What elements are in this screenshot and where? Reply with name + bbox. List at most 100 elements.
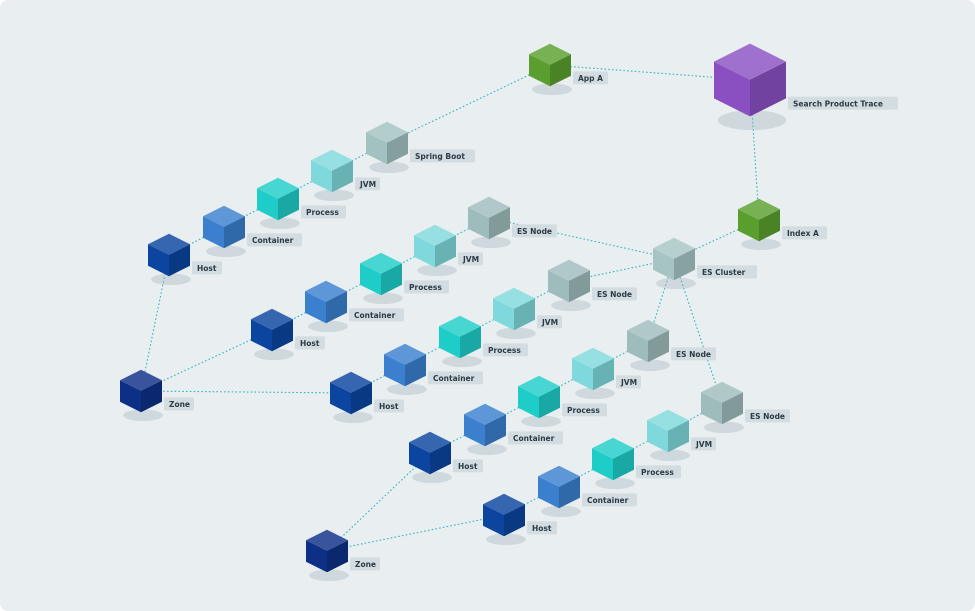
node-es-node-1[interactable]: ES Node xyxy=(468,196,557,249)
node-host-4[interactable]: Host xyxy=(409,431,483,484)
cube-left-face xyxy=(305,291,326,324)
node-label: Process xyxy=(409,283,442,292)
cube-left-face xyxy=(414,235,435,268)
node-jvm-5[interactable]: JVM xyxy=(647,409,716,462)
node-label-background xyxy=(537,315,562,329)
node-spring-boot[interactable]: Spring Boot xyxy=(366,121,475,174)
cube-left-face xyxy=(409,442,430,475)
node-index-a[interactable]: Index A xyxy=(738,198,827,251)
node-label-background xyxy=(301,205,346,219)
node-jvm-2[interactable]: JVM xyxy=(414,224,483,277)
cube-left-face xyxy=(627,330,648,363)
cube-icon xyxy=(701,381,743,425)
cube-top-face xyxy=(330,371,372,393)
node-host-1[interactable]: Host xyxy=(148,233,222,286)
cube-right-face xyxy=(593,358,614,391)
cube-right-face xyxy=(278,188,299,221)
cube-left-face xyxy=(653,248,674,281)
edge-host-4-to-zone-2 xyxy=(326,452,431,552)
node-container-1[interactable]: Container xyxy=(203,205,302,258)
node-es-node-3[interactable]: ES Node xyxy=(627,319,716,372)
node-jvm-4[interactable]: JVM xyxy=(572,347,641,400)
node-label-background xyxy=(247,233,302,247)
cube-icon xyxy=(257,177,299,221)
node-shadow xyxy=(704,421,744,434)
node-shadow xyxy=(314,189,354,202)
node-label-background xyxy=(350,557,380,571)
node-process-4[interactable]: Process xyxy=(518,375,607,428)
cube-right-face xyxy=(224,216,245,249)
cube-right-face xyxy=(722,392,743,425)
node-process-5[interactable]: Process xyxy=(592,437,681,490)
node-app-a[interactable]: App A xyxy=(529,43,608,96)
cube-icon xyxy=(529,43,571,87)
node-jvm-1[interactable]: JVM xyxy=(311,149,380,202)
node-container-4[interactable]: Container xyxy=(464,403,563,456)
cube-top-face xyxy=(120,369,162,391)
node-label: Process xyxy=(488,346,521,355)
node-es-node-2[interactable]: ES Node xyxy=(548,259,637,312)
node-label-background xyxy=(745,409,790,423)
cube-left-face xyxy=(384,354,405,387)
node-container-3[interactable]: Container xyxy=(384,343,483,396)
cube-right-face xyxy=(435,235,456,268)
node-zone-1[interactable]: Zone xyxy=(120,369,194,422)
edge-process-2-to-container-2 xyxy=(325,273,382,303)
cube-right-face xyxy=(569,270,590,303)
node-process-3[interactable]: Process xyxy=(439,315,528,368)
cube-icon xyxy=(572,347,614,391)
node-shadow xyxy=(417,264,457,277)
node-label-background xyxy=(458,252,483,266)
edge-host-1-to-zone-1 xyxy=(140,254,170,392)
node-shadow xyxy=(442,355,482,368)
node-shadow xyxy=(471,236,511,249)
cube-top-face xyxy=(701,381,743,403)
node-shadow xyxy=(308,320,348,333)
cube-left-face xyxy=(306,540,327,573)
node-host-3[interactable]: Host xyxy=(330,371,404,424)
cube-icon xyxy=(627,319,669,363)
node-search-product-trace[interactable]: Search Product Trace xyxy=(714,43,898,131)
node-shadow xyxy=(369,161,409,174)
node-es-cluster[interactable]: ES Cluster xyxy=(653,237,757,290)
node-container-2[interactable]: Container xyxy=(305,280,404,333)
cube-icon xyxy=(409,431,451,475)
node-zone-2[interactable]: Zone xyxy=(306,529,380,582)
cube-top-face xyxy=(518,375,560,397)
node-host-2[interactable]: Host xyxy=(251,308,325,361)
node-es-node-4[interactable]: ES Node xyxy=(701,381,790,434)
cube-left-face xyxy=(464,414,485,447)
cube-left-face xyxy=(714,61,750,117)
node-process-1[interactable]: Process xyxy=(257,177,346,230)
node-label-background xyxy=(691,437,716,451)
cube-left-face xyxy=(518,386,539,419)
cube-left-face xyxy=(360,263,381,296)
node-shadow xyxy=(630,359,670,372)
cube-left-face xyxy=(311,160,332,193)
node-label-background xyxy=(562,403,607,417)
node-label-background xyxy=(782,226,827,240)
node-label-background xyxy=(697,265,757,279)
node-process-2[interactable]: Process xyxy=(360,252,449,305)
edge-es-cluster-to-es-node-4 xyxy=(673,258,723,404)
cube-icon xyxy=(251,308,293,352)
node-container-5[interactable]: Container xyxy=(538,465,637,518)
cube-icon xyxy=(518,375,560,419)
node-shadow xyxy=(575,387,615,400)
cube-left-face xyxy=(366,132,387,165)
cube-icon xyxy=(464,403,506,447)
node-layer: Search Product Trace App A Index AES Clust… xyxy=(120,43,898,582)
edge-es-cluster-to-es-node-3 xyxy=(647,258,675,342)
cube-icon xyxy=(120,369,162,413)
edge-spring-boot-to-jvm-1 xyxy=(331,142,388,172)
cube-icon xyxy=(714,43,786,117)
cube-right-face xyxy=(351,382,372,415)
cube-top-face xyxy=(414,224,456,246)
node-jvm-3[interactable]: JVM xyxy=(493,287,562,340)
cube-top-face xyxy=(572,347,614,369)
node-label-background xyxy=(428,371,483,385)
node-label-background xyxy=(573,71,608,85)
node-host-5[interactable]: Host xyxy=(483,493,557,546)
node-label: ES Node xyxy=(517,227,552,236)
cube-top-face xyxy=(714,43,786,80)
